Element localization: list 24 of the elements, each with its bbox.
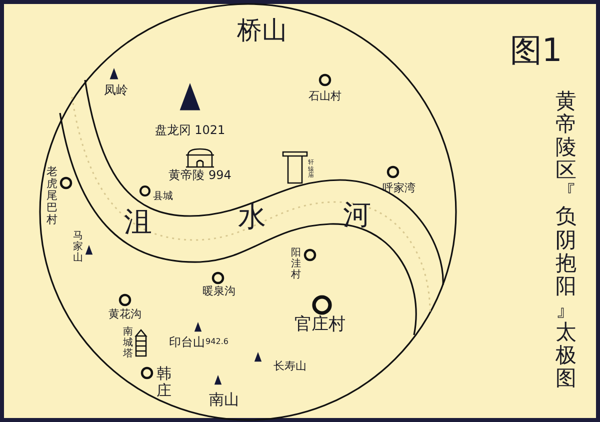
mountain-label: 桥山 xyxy=(237,18,287,42)
village-label: 阳洼村 xyxy=(291,248,301,280)
mountain-label: 马家山 xyxy=(73,230,83,264)
mountain-label: 南山 xyxy=(209,392,239,408)
village-label: 暖泉沟 xyxy=(202,286,236,296)
mountain-label: 凤岭 xyxy=(104,84,128,96)
village-label: 石山村 xyxy=(308,90,342,102)
village-label: 老虎尾巴村 xyxy=(46,166,58,226)
figure-title: 图1 xyxy=(510,34,562,66)
river-label: 水 xyxy=(238,203,266,231)
village-label: 呼家湾 xyxy=(382,182,416,194)
elevation-label: 942.6 xyxy=(206,338,228,346)
town-label: 县城 xyxy=(153,192,173,202)
river-label: 沮 xyxy=(124,208,152,236)
river-label: 河 xyxy=(343,201,371,229)
village-label: 黄花沟 xyxy=(108,308,142,320)
village-label: 官庄村 xyxy=(294,316,346,334)
village-label: 韩庄 xyxy=(156,366,172,398)
mountain-label: 印台山 xyxy=(169,336,205,348)
pagoda-label: 南城塔 xyxy=(123,326,133,360)
mountain-label: 盘龙冈 1021 xyxy=(154,124,226,136)
mountain-label: 长寿山 xyxy=(274,360,306,372)
tomb-label: 黄帝陵 994 xyxy=(168,169,232,181)
figure-caption: 黄帝陵区『负阴抱阳』太极图 xyxy=(556,90,576,390)
